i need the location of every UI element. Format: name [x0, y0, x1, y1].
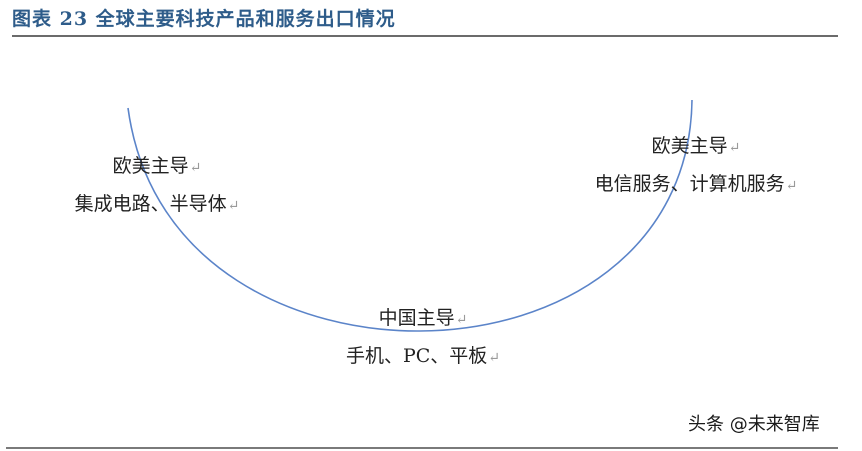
node-left-detail: 集成电路、半导体	[74, 193, 227, 215]
node-bottom-heading-line: 中国主导↵	[330, 300, 516, 338]
node-right-heading-line: 欧美主导↵	[585, 128, 807, 166]
paragraph-mark-icon: ↵	[227, 198, 240, 214]
node-bottom-detail: 手机、PC、平板	[345, 345, 488, 367]
node-bottom-heading: 中国主导	[378, 307, 455, 329]
node-bottom: 中国主导↵ 手机、PC、平板↵	[330, 300, 516, 376]
node-right-heading: 欧美主导	[651, 135, 728, 157]
node-right: 欧美主导↵ 电信服务、计算机服务↵	[585, 128, 807, 204]
figure-title: 图表 23 全球主要科技产品和服务出口情况	[12, 8, 396, 30]
node-left: 欧美主导↵ 集成电路、半导体↵	[62, 148, 252, 224]
node-right-detail-line: 电信服务、计算机服务↵	[585, 166, 807, 204]
paragraph-mark-icon: ↵	[455, 312, 468, 328]
node-bottom-detail-line: 手机、PC、平板↵	[330, 338, 516, 376]
bottom-divider	[6, 447, 838, 449]
arc-curve	[127, 99, 693, 332]
node-left-heading-line: 欧美主导↵	[62, 148, 252, 186]
node-right-detail: 电信服务、计算机服务	[594, 173, 785, 195]
source-watermark: 头条 @未来智库	[688, 414, 820, 435]
paragraph-mark-icon: ↵	[728, 140, 741, 156]
paragraph-mark-icon: ↵	[189, 160, 202, 176]
paragraph-mark-icon: ↵	[785, 178, 798, 194]
paragraph-mark-icon: ↵	[488, 350, 501, 366]
node-left-detail-line: 集成电路、半导体↵	[62, 186, 252, 224]
node-left-heading: 欧美主导	[112, 155, 189, 177]
title-divider	[12, 35, 838, 37]
